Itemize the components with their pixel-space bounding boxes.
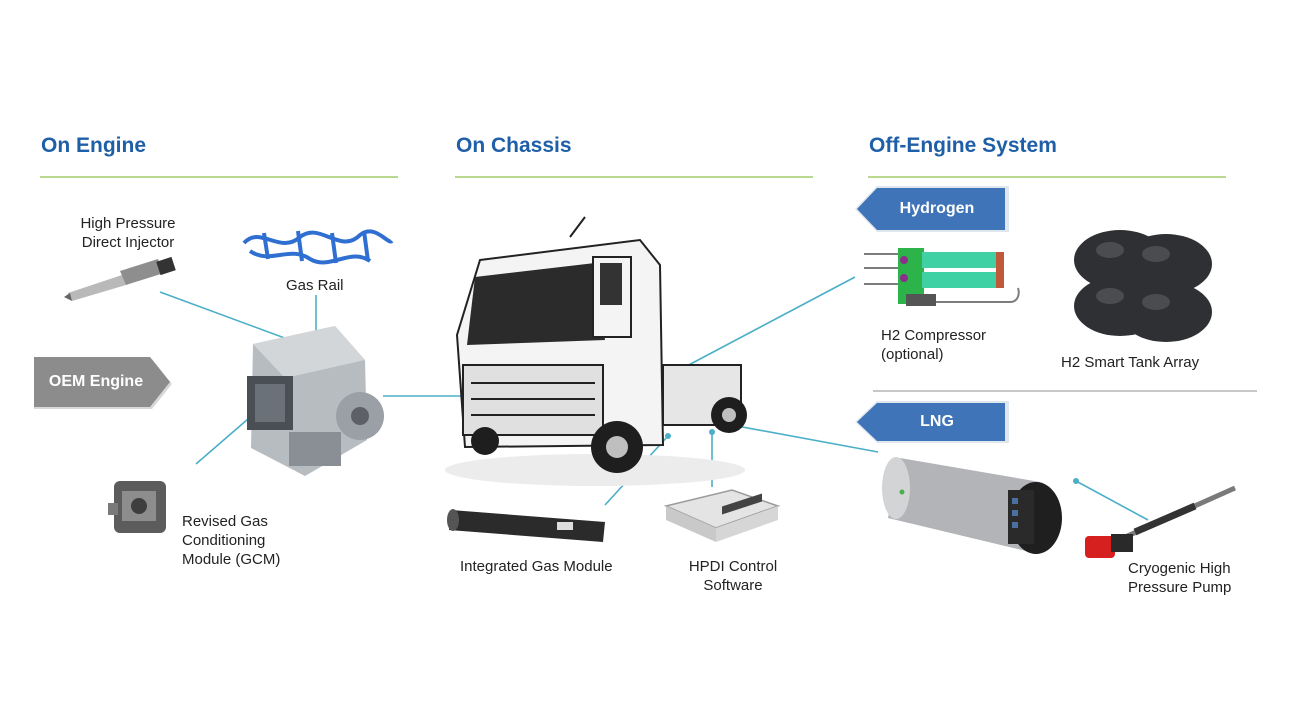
gas-rail-image [242,229,394,265]
oem-engine-tag: OEM Engine [48,373,144,390]
integrated-gas-module-label: Integrated Gas Module [460,558,613,575]
cryo-pump-image [1085,485,1237,558]
h2-tank-array-label: H2 Smart Tank Array [1061,354,1200,371]
hydrogen-tag: Hydrogen [899,200,975,217]
h2-compressor-label: H2 Compressor (optional) [881,327,987,363]
lng-tank-image [882,457,1062,554]
hydrogen-tag-shape [855,186,1009,232]
ecu-image [663,489,781,542]
gas-rail-label: Gas Rail [286,277,344,294]
section-title-on-chassis: On Chassis [456,134,572,157]
gcm-image [108,481,166,533]
truck-image [445,216,747,486]
injector-label: High Pressure Direct Injector [80,215,176,251]
section-divider-on-chassis [455,176,813,178]
h2-tank-array-image [1074,230,1212,342]
section-title-on-engine: On Engine [41,134,146,157]
oem-engine-tag-shape [34,357,172,409]
hydrogen-lng-divider [873,390,1257,392]
cryo-pump-label: Cryogenic High Pressure Pump [1128,560,1232,596]
h2-compressor-image [864,248,1020,306]
lng-tag-shape [855,401,1009,443]
lng-tag: LNG [920,413,954,430]
integrated-gas-module-image [447,509,605,542]
section-title-off-engine: Off-Engine System [869,134,1057,157]
gcm-label: Revised Gas Conditioning Module (GCM) [182,513,281,568]
hpdi-control-label: HPDI Control Software [688,558,778,594]
section-divider-on-engine [40,176,398,178]
engine-image [247,326,384,476]
injector-image [64,256,176,301]
section-divider-off-engine [868,176,1226,178]
